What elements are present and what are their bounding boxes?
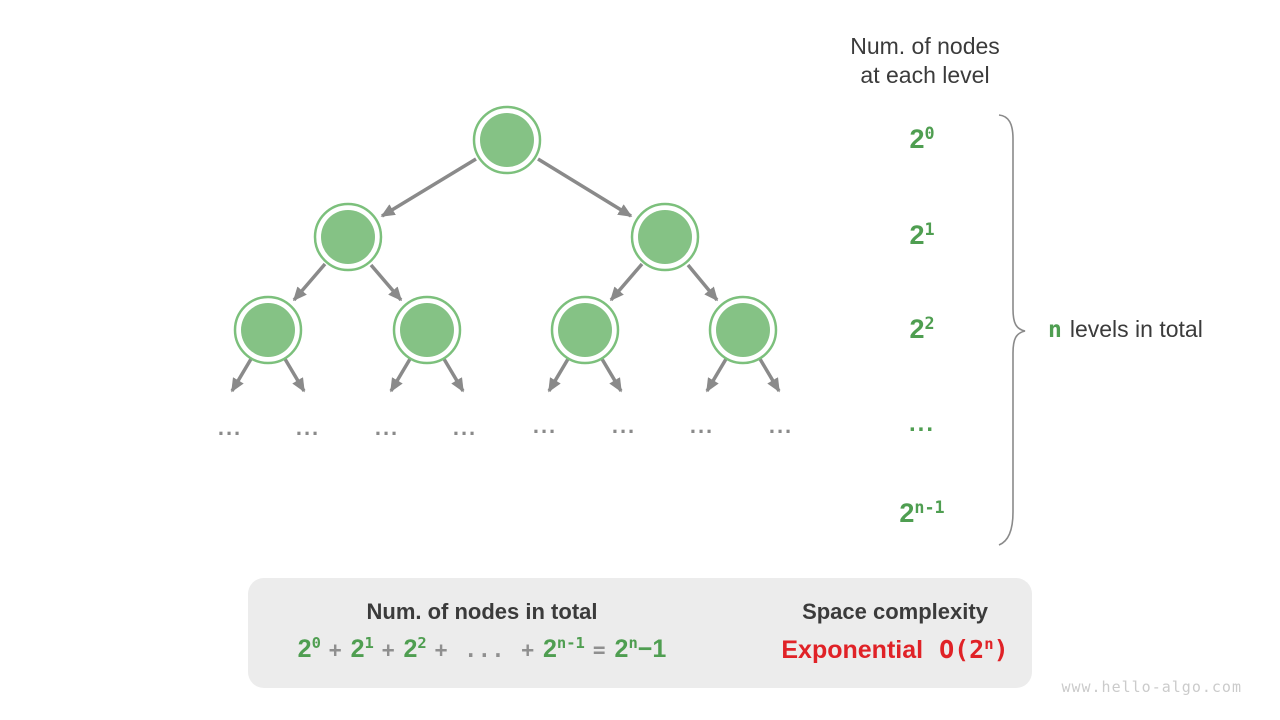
term-exponent: 1 (364, 634, 374, 653)
level-count-base: 2 (909, 220, 925, 250)
tree-node-root (472, 105, 542, 175)
subtree-ellipsis: ... (689, 413, 715, 438)
edge-arrow (686, 263, 719, 302)
level-count-0: 20 (852, 122, 992, 154)
leaf-arrow (705, 358, 728, 393)
subtree-ellipsis: ... (452, 415, 478, 440)
header-line2: at each level (860, 62, 990, 88)
leaf-arrow (547, 358, 570, 393)
header-line1: Num. of nodes (850, 33, 1000, 59)
term-exponent: n-1 (556, 634, 585, 653)
result-tail: −1 (637, 635, 667, 663)
summary-box (248, 578, 1032, 688)
formula-term: 20 (298, 635, 321, 663)
formula-result: 2n−1 (615, 635, 667, 663)
term-base: 2 (614, 635, 629, 663)
formula-term: 22 (403, 635, 426, 663)
level-count-base: 2 (909, 124, 925, 154)
tree-node (313, 202, 383, 272)
level-count-exponent: n-1 (914, 496, 945, 517)
big-o-open: O(2 (939, 635, 985, 664)
term-base: 2 (297, 635, 312, 663)
edge-arrow (537, 157, 633, 218)
plus-operator: + (381, 638, 396, 662)
level-count-ellipsis: ... (908, 410, 935, 437)
formula-term: 21 (351, 635, 374, 663)
big-o-close: ) (993, 635, 1009, 664)
level-count-base: 2 (899, 498, 915, 528)
leaf-arrow (442, 358, 465, 393)
term-exponent: 0 (311, 634, 321, 653)
level-count-1: 21 (852, 218, 992, 250)
brace-label: n levels in total (1048, 316, 1203, 343)
leaf-arrow (600, 358, 623, 393)
leaf-arrow (758, 358, 781, 393)
subtree-ellipsis: ... (532, 413, 558, 438)
leaf-arrow (283, 358, 306, 393)
total-nodes-formula: 20+21+22+...+2n-1=2n−1 (262, 635, 702, 664)
complexity-result: Exponential O(2n) (725, 636, 1065, 665)
subtree-ellipsis: ... (768, 413, 794, 438)
equals-operator: = (592, 638, 607, 662)
tree-node (392, 295, 462, 365)
subtree-ellipsis: ... (374, 415, 400, 440)
leaf-arrow (230, 358, 253, 393)
level-count-exponent: 2 (924, 312, 935, 333)
level-count-exponent: 1 (924, 218, 935, 239)
level-count-exponent: 0 (924, 122, 935, 143)
term-base: 2 (542, 635, 557, 663)
formula-term: 2n-1 (543, 635, 585, 663)
edge-arrow (292, 262, 327, 302)
plus-operator: + (434, 638, 449, 662)
edge-arrow (380, 157, 477, 218)
term-base: 2 (403, 635, 418, 663)
tree-node (630, 202, 700, 272)
subtree-ellipsis: ... (611, 413, 637, 438)
leaf-arrow (389, 358, 412, 393)
levels-brace (998, 114, 1026, 546)
level-count-last: 2n-1 (852, 496, 992, 528)
term-exponent: 2 (417, 634, 427, 653)
level-count-base: 2 (909, 314, 925, 344)
tree-nodes (233, 105, 778, 365)
edge-arrow (369, 263, 403, 302)
watermark: www.hello-algo.com (1061, 678, 1242, 696)
subtree-ellipsis: ... (295, 415, 321, 440)
right-panel-header: Num. of nodes at each level (805, 32, 1045, 90)
summary-right-title: Space complexity (802, 599, 988, 624)
big-o-exponent: n (984, 635, 994, 654)
formula-ellipsis: ... (464, 638, 506, 662)
term-exponent: n (628, 634, 638, 653)
plus-operator: + (328, 638, 343, 662)
brace-label-n: n (1048, 317, 1062, 343)
tree-node (550, 295, 620, 365)
brace-label-text: levels in total (1069, 316, 1203, 342)
plus-operator: + (521, 638, 535, 662)
complexity-word: Exponential (781, 636, 924, 664)
tree-node (233, 295, 303, 365)
tree-node (708, 295, 778, 365)
subtree-ellipsis: ... (217, 415, 243, 440)
level-count-2: 22 (852, 312, 992, 344)
tree-edges (230, 157, 781, 393)
term-base: 2 (350, 635, 365, 663)
big-o-notation: O(2n) (939, 635, 1009, 664)
summary-left-title: Num. of nodes in total (366, 599, 598, 624)
edge-arrow (609, 262, 644, 302)
